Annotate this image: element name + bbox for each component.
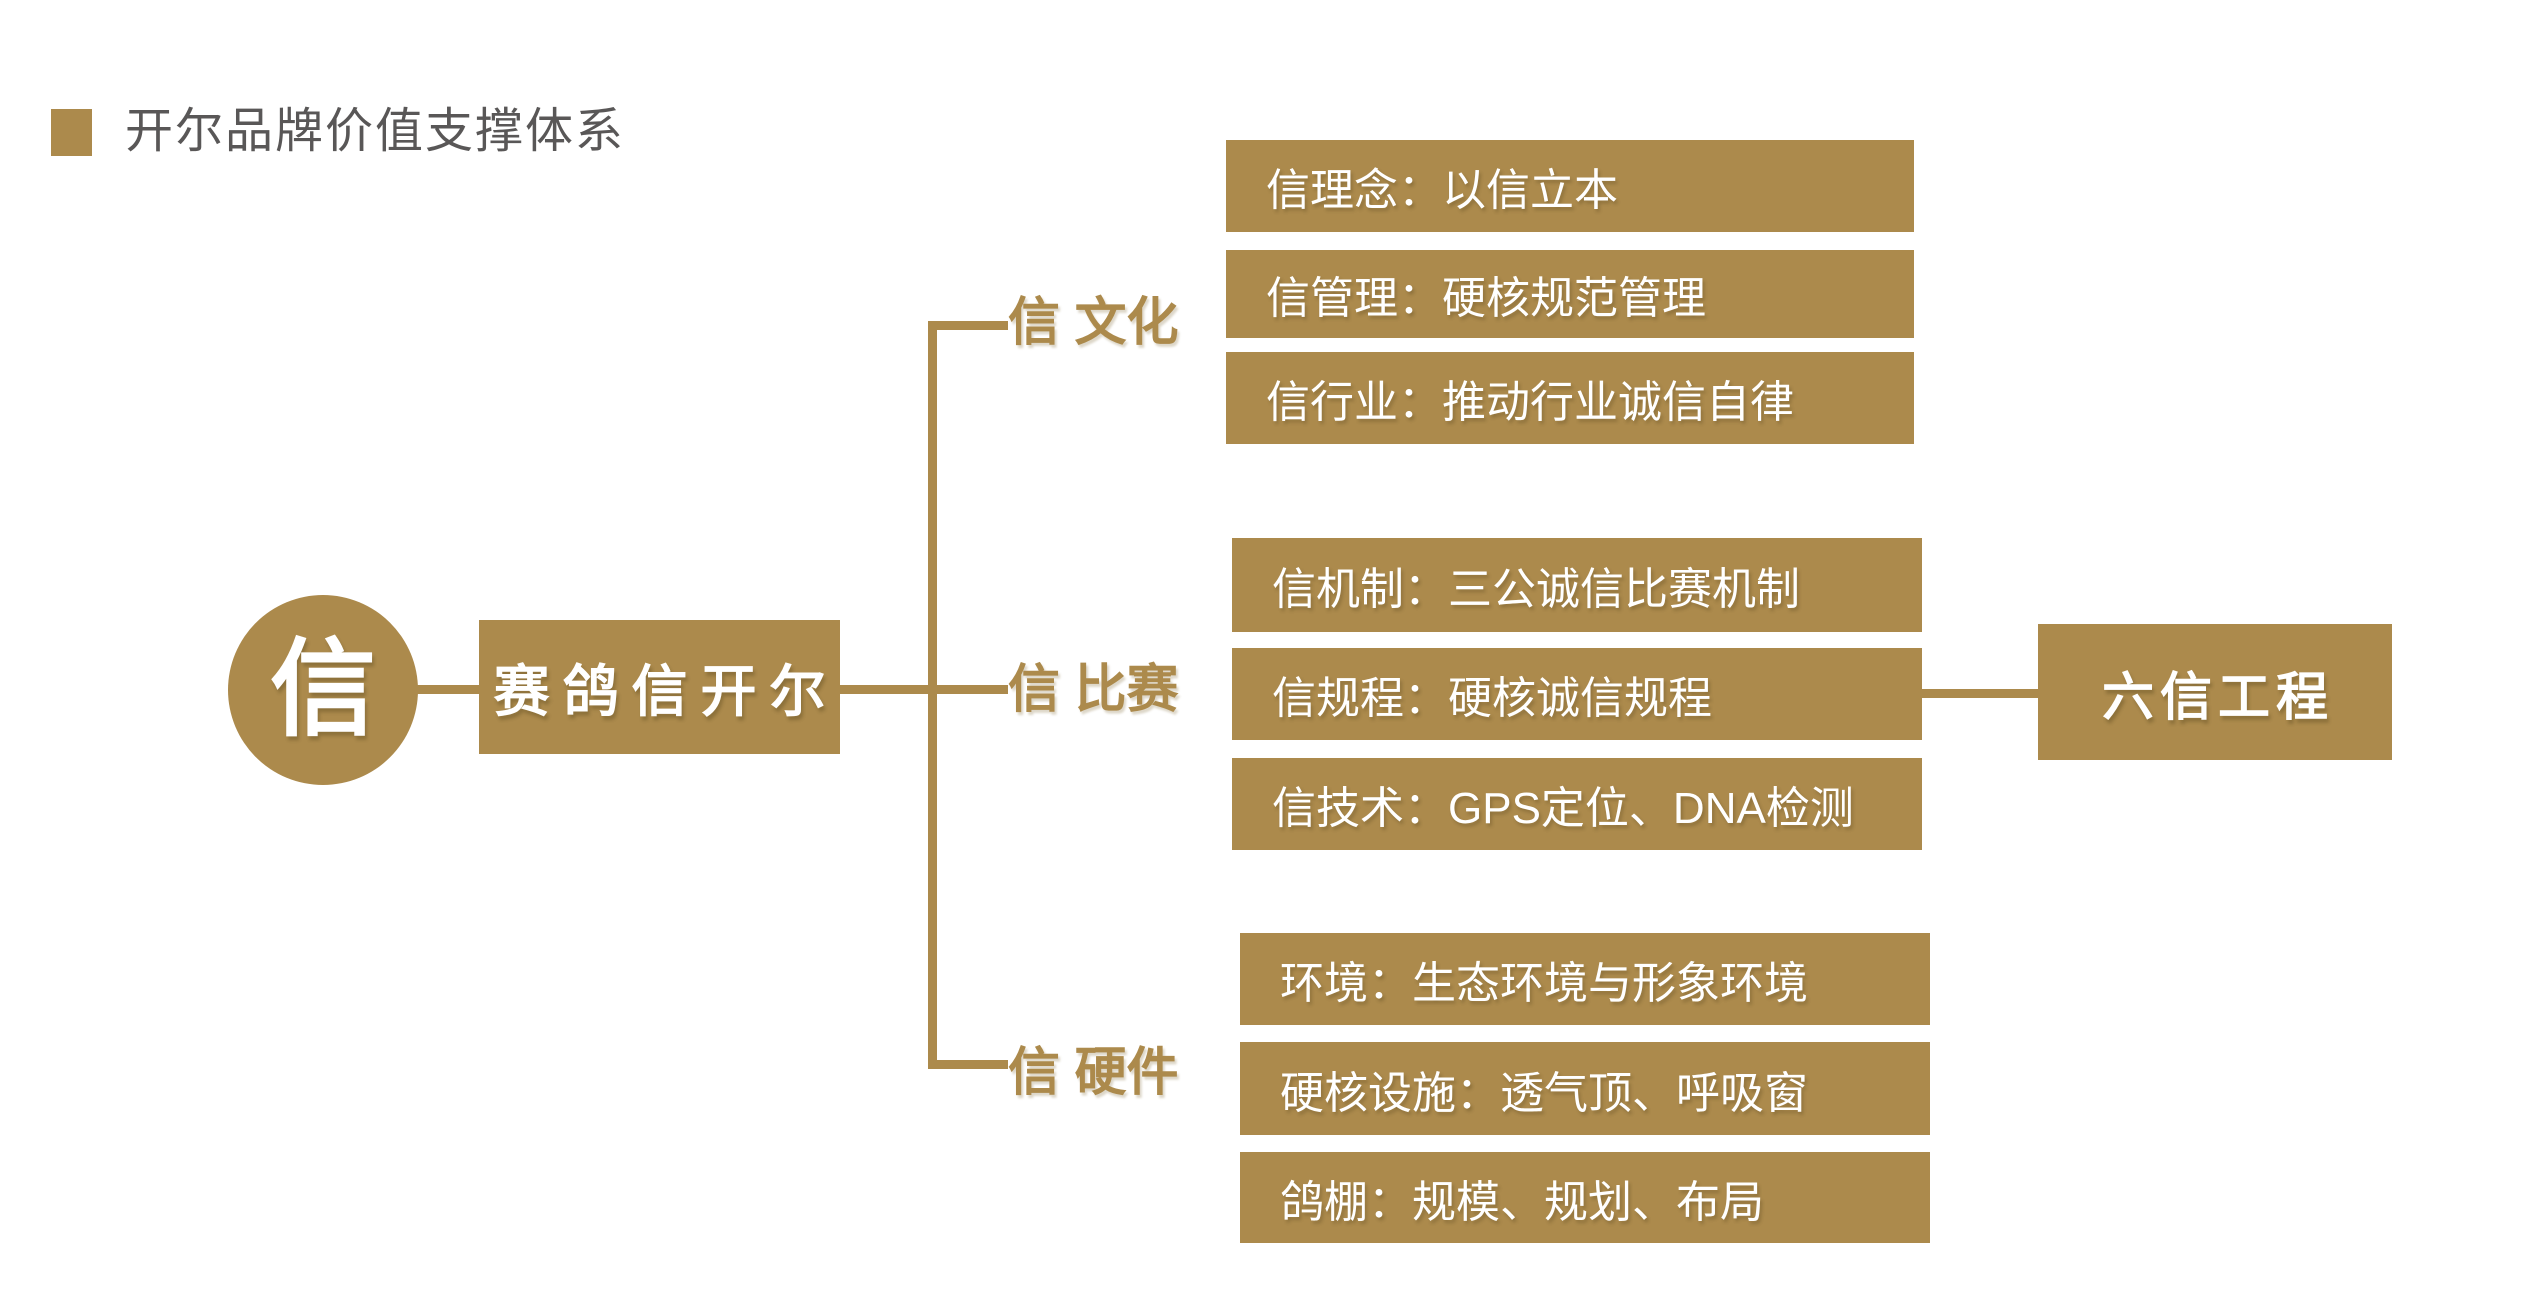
page-title: 开尔品牌价值支撑体系 <box>125 105 626 158</box>
right-summary-label: 六信工程 <box>2101 668 2334 727</box>
item-box-hardware-1: 环境：生态环境与形象环境 <box>1240 933 1930 1025</box>
connector-to-right-node <box>1922 689 2040 698</box>
branch-label-competition: 信 比赛 <box>1008 661 1179 719</box>
connector-top-branch <box>928 321 1008 330</box>
title-row: 开尔品牌价值支撑体系 <box>51 104 625 160</box>
brand-node-label: 赛鸽信开尔 <box>493 659 839 723</box>
right-summary-node: 六信工程 <box>2038 624 2392 760</box>
item-box-culture-2: 信管理：硬核规范管理 <box>1226 250 1914 338</box>
connector-brand-to-spine <box>838 685 1008 694</box>
item-box-competition-3: 信技术：GPS定位、DNA检测 <box>1232 758 1922 850</box>
item-box-hardware-2: 硬核设施：透气顶、呼吸窗 <box>1240 1042 1930 1135</box>
title-bullet-square-icon <box>51 108 92 156</box>
item-box-competition-1: 信机制：三公诚信比赛机制 <box>1232 538 1922 632</box>
branch-spine-line <box>928 321 937 1069</box>
branch-label-culture: 信 文化 <box>1008 294 1179 352</box>
connector-root-to-brand <box>410 685 484 694</box>
branch-label-hardware: 信 硬件 <box>1008 1044 1179 1102</box>
item-box-hardware-3: 鸽棚：规模、规划、布局 <box>1240 1152 1930 1243</box>
connector-bottom-branch <box>928 1060 1008 1069</box>
item-box-culture-1: 信理念：以信立本 <box>1226 140 1914 232</box>
item-box-competition-2: 信规程：硬核诚信规程 <box>1232 648 1922 740</box>
root-node-circle: 信 <box>228 595 418 785</box>
brand-node: 赛鸽信开尔 <box>479 620 840 754</box>
item-box-culture-3: 信行业：推动行业诚信自律 <box>1226 352 1914 444</box>
root-node-label: 信 <box>270 631 376 749</box>
